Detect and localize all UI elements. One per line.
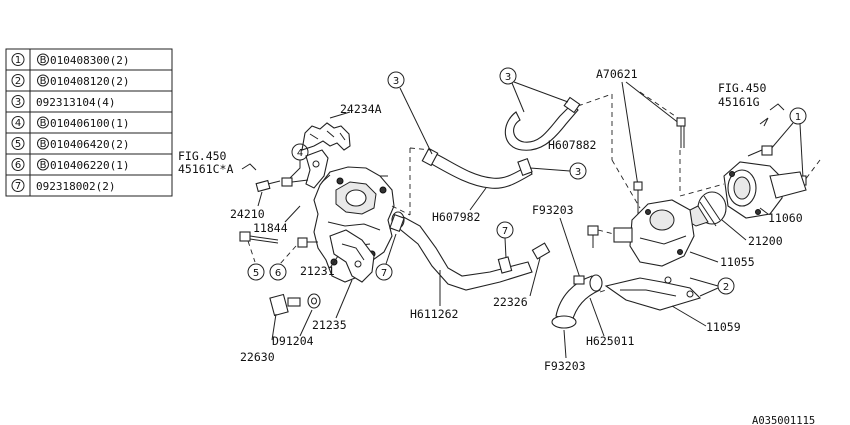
part-label-22630: 22630 xyxy=(240,350,275,364)
bolt-5 xyxy=(239,231,279,244)
mounting-plate xyxy=(329,229,375,283)
legend-row-number: 5 xyxy=(15,139,21,150)
bolt-symbol: B xyxy=(40,139,47,150)
bracket-small xyxy=(305,149,329,189)
callout-3: 3 xyxy=(393,76,399,87)
legend-row: 5 B 010406420(2) xyxy=(11,137,129,151)
bolt-housing xyxy=(587,225,599,248)
bolt-symbol: B xyxy=(40,118,47,129)
hose-clamp xyxy=(497,256,513,274)
fig-ref-right-line1: FIG.450 xyxy=(718,81,767,95)
legend-row-part: 010406100(1) xyxy=(50,117,129,130)
part-label-22326: 22326 xyxy=(493,295,528,309)
part-label-24234a: 24234A xyxy=(340,102,382,116)
fig-ref-left-line2: 45161C*A xyxy=(178,162,233,176)
washer-d91204 xyxy=(307,293,321,309)
part-label-a70621: A70621 xyxy=(596,67,638,81)
bolt-symbol: B xyxy=(40,76,47,87)
legend-row: 4 B 010406100(1) xyxy=(11,116,129,130)
part-label-24210: 24210 xyxy=(230,207,265,221)
diagram-code: A035001115 xyxy=(752,415,815,425)
legend-row-number: 2 xyxy=(15,76,21,87)
part-label-h607982: H607982 xyxy=(432,210,480,224)
thermostat-cover-11060 xyxy=(723,161,807,219)
callout-5: 5 xyxy=(253,268,259,279)
bolt-a70621-upper xyxy=(676,117,686,148)
callout-6: 6 xyxy=(275,268,281,279)
fig-ref-left-line1: FIG.450 xyxy=(178,149,227,163)
part-label-11844: 11844 xyxy=(253,221,288,235)
part-label-f93203-top: F93203 xyxy=(532,203,574,217)
callout-3: 3 xyxy=(505,72,511,83)
part-label-f93203-bottom: F93203 xyxy=(544,359,586,373)
bolt-a70621-lower xyxy=(633,181,643,214)
callout-4: 4 xyxy=(297,148,303,159)
legend-row-part: 010408120(2) xyxy=(50,75,129,88)
callout-7: 7 xyxy=(381,268,387,279)
callout-7: 7 xyxy=(502,226,508,237)
part-label-d91204: D91204 xyxy=(272,334,314,348)
part-label-h611262: H611262 xyxy=(410,307,458,321)
bolt-1-upper xyxy=(747,145,773,157)
part-label-11059: 11059 xyxy=(706,320,741,334)
part-label-21200: 21200 xyxy=(748,234,783,248)
legend-row-part: 092318002(2) xyxy=(36,180,115,193)
part-label-h625011: H625011 xyxy=(586,334,635,348)
bolt-symbol: B xyxy=(40,160,47,171)
part-label-11055: 11055 xyxy=(720,255,755,269)
reference-arrow xyxy=(769,103,785,111)
bolt-24210 xyxy=(255,179,281,207)
hose-clamp xyxy=(573,275,585,285)
temperature-sensor-22630 xyxy=(269,293,301,341)
part-label-11060: 11060 xyxy=(768,211,803,225)
legend-row: 2 B 010408120(2) xyxy=(11,74,129,88)
reference-arrow xyxy=(759,117,769,127)
fig-ref-right-line2: 45161G xyxy=(718,95,760,109)
bracket-11059 xyxy=(604,276,702,311)
legend-row-number: 1 xyxy=(15,55,21,66)
part-label-21231: 21231 xyxy=(300,264,335,278)
bolt-6 xyxy=(297,237,318,248)
legend-row-part: 010406420(2) xyxy=(50,138,129,151)
bolt-4 xyxy=(281,177,309,187)
legend-row-number: 7 xyxy=(15,181,21,192)
callout-2: 2 xyxy=(723,282,729,293)
hose-h611262 xyxy=(389,211,533,291)
part-label-21235: 21235 xyxy=(312,318,347,332)
hose-h607982 xyxy=(421,147,533,189)
legend-row: 1 B 010408300(2) xyxy=(11,53,129,67)
legend-row-part: 010406220(1) xyxy=(50,159,129,172)
thermostat-housing-11055 xyxy=(613,199,695,267)
legend-row-part: 092313104(4) xyxy=(36,96,115,109)
part-label-h607882: H607882 xyxy=(548,138,596,152)
pipe-22326 xyxy=(531,242,551,260)
callout-1: 1 xyxy=(795,112,801,123)
legend-row: 3 092313104(4) xyxy=(11,95,115,109)
callout-3: 3 xyxy=(575,167,581,178)
legend-row-part: 010408300(2) xyxy=(50,54,129,67)
legend-row: 6 B 010406220(1) xyxy=(11,158,129,172)
bracket-24234a xyxy=(301,111,351,151)
legend-table: 1 B 010408300(2) 2 B 010408120(2) 3 0923… xyxy=(5,48,173,197)
hose-h625011 xyxy=(551,274,603,329)
reference-arrow xyxy=(241,163,257,171)
legend-row-number: 4 xyxy=(15,118,21,129)
legend-row: 7 092318002(2) xyxy=(11,179,115,193)
legend-row-number: 6 xyxy=(15,160,21,171)
legend-row-number: 3 xyxy=(15,97,21,108)
bolt-symbol: B xyxy=(40,55,47,66)
